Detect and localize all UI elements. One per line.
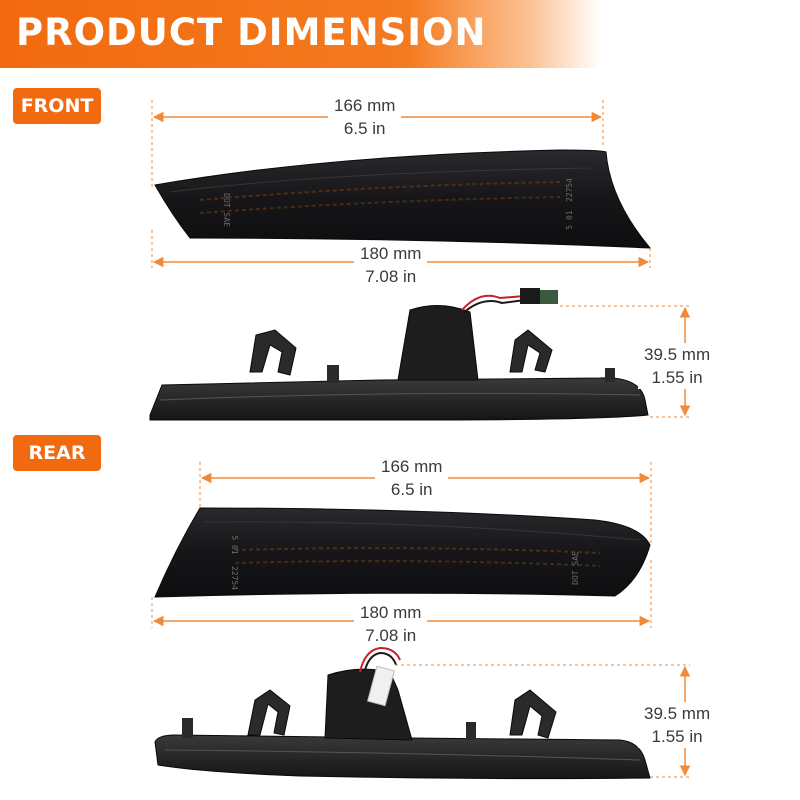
page-title: PRODUCT DIMENSION	[16, 11, 487, 54]
rear-top-width-label: 166 mm 6.5 in	[375, 455, 449, 501]
front-dot-marking: DOT SAE	[222, 193, 231, 227]
front-height-label: 39.5 mm 1.55 in	[638, 343, 717, 389]
front-bottom-in: 7.08 in	[365, 267, 417, 286]
rear-height-in: 1.55 in	[651, 727, 703, 746]
front-bottom-mm: 180 mm	[360, 244, 422, 263]
rear-height-mm: 39.5 mm	[644, 704, 711, 723]
front-code-marking: 22754	[565, 178, 574, 202]
rear-bottom-in: 7.08 in	[365, 626, 417, 645]
front-label: FRONT	[13, 88, 101, 124]
front-lens	[154, 149, 652, 249]
front-side-housing	[149, 288, 649, 421]
front-rev-marking: 5 01	[565, 210, 574, 229]
rear-top-mm: 166 mm	[381, 457, 443, 476]
front-bottom-width-label: 180 mm 7.08 in	[354, 242, 428, 288]
front-top-in: 6.5 in	[343, 119, 386, 138]
rear-lens	[154, 507, 651, 598]
rear-dot-marking: DOT SAE	[571, 551, 580, 585]
rear-code-marking: 22754	[230, 566, 239, 590]
rear-bottom-mm: 180 mm	[360, 603, 422, 622]
front-top-width-label: 166 mm 6.5 in	[328, 94, 402, 140]
rear-label: REAR	[13, 435, 101, 471]
front-top-mm: 166 mm	[334, 96, 396, 115]
rear-top-in: 6.5 in	[390, 480, 433, 499]
rear-rev-marking: 5 01	[230, 535, 239, 554]
front-height-in: 1.55 in	[651, 368, 703, 387]
front-height-mm: 39.5 mm	[644, 345, 711, 364]
rear-side-housing	[154, 646, 651, 780]
header-banner	[0, 0, 600, 68]
rear-height-label: 39.5 mm 1.55 in	[638, 702, 717, 748]
rear-bottom-width-label: 180 mm 7.08 in	[354, 601, 428, 647]
